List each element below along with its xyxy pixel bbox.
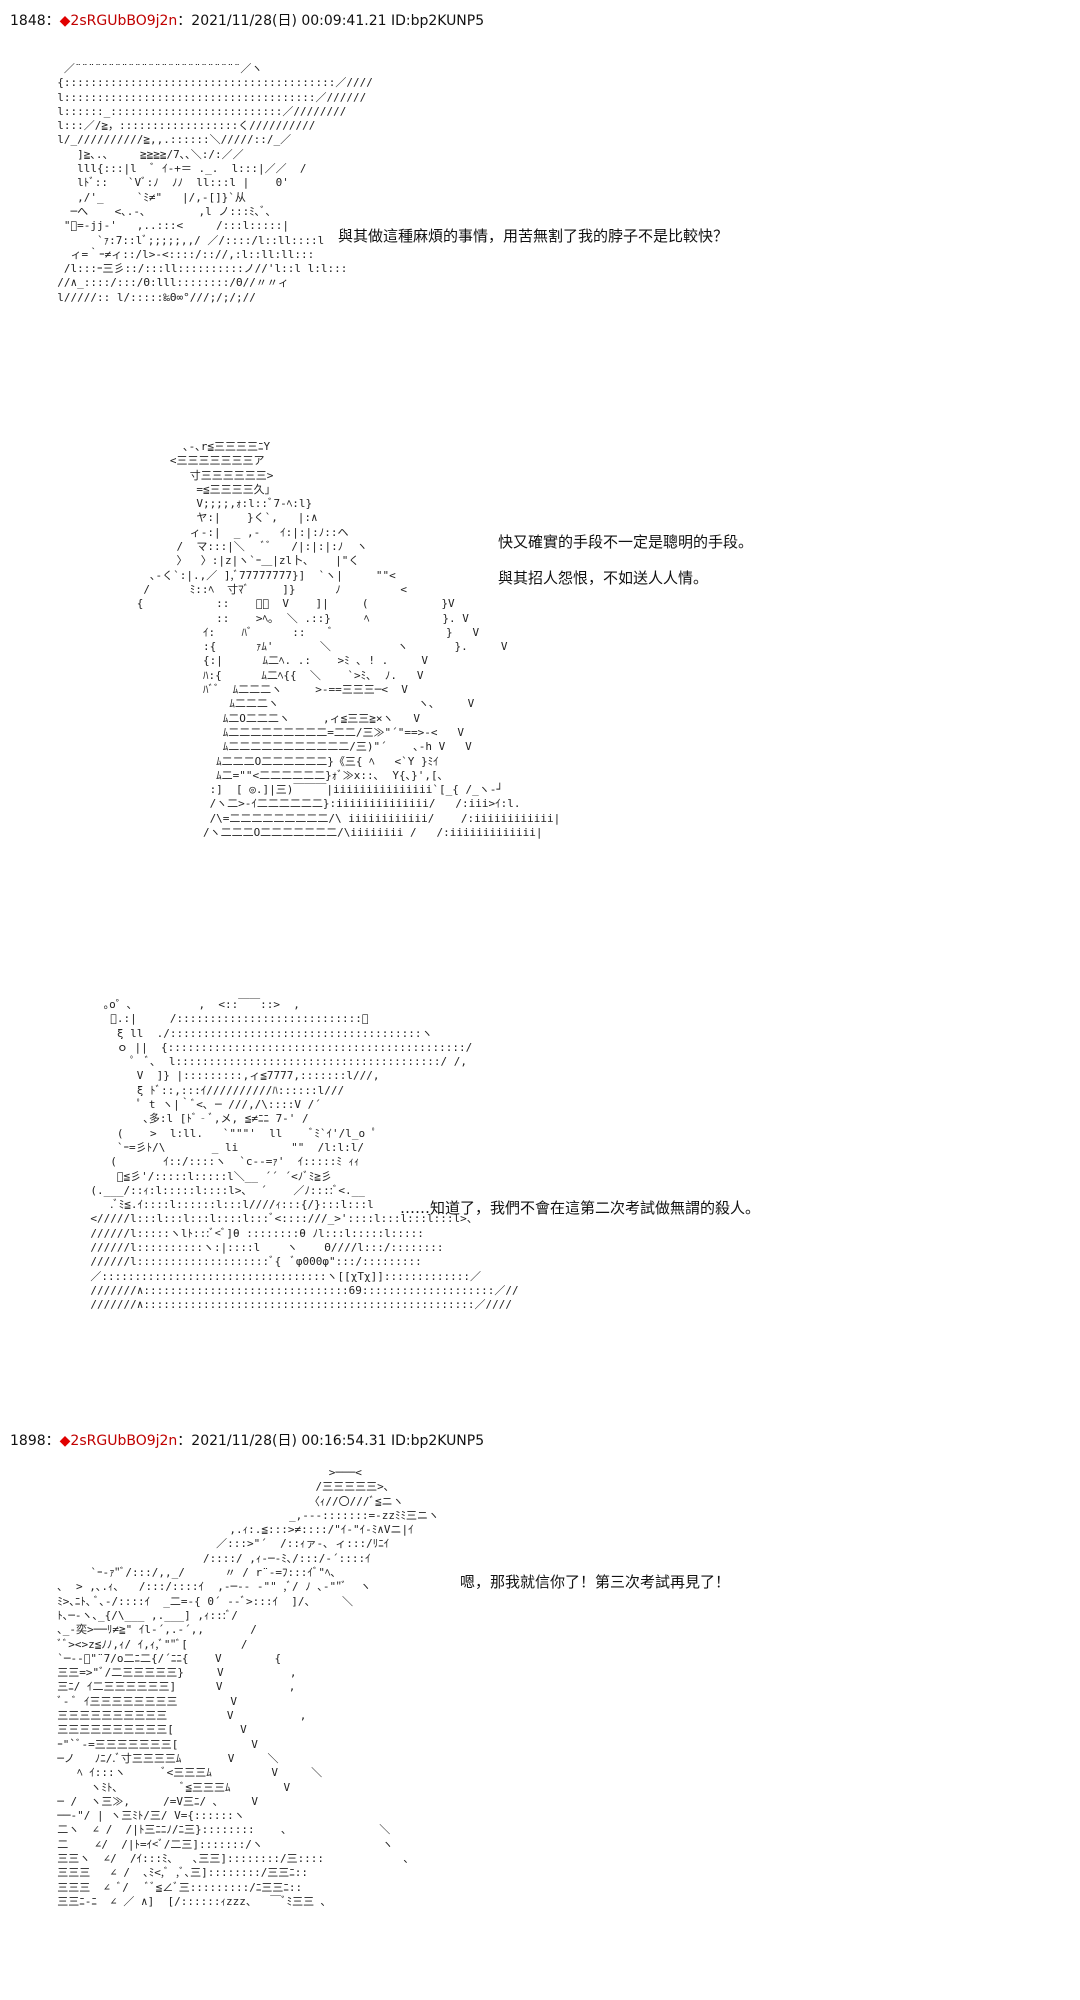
- post-header: 1848：◆2sRGUbBO9j2n：2021/11/28(日) 00:09:4…: [10, 12, 484, 30]
- author-tripcode[interactable]: 2sRGUbBO9j2n: [70, 1433, 178, 1449]
- dialogue-line: 與其招人怨恨，不如送人人情。: [498, 569, 709, 587]
- post-datetime-id: ：2021/11/28(日) 00:16:54.31 ID:bp2KUNP5: [177, 1433, 485, 1449]
- author-tripcode[interactable]: 2sRGUbBO9j2n: [70, 13, 178, 29]
- ascii-art-panel: >───< /三三三三三>､ 〈ｨ//〇///ﾞ≦ニヽ _,-‐‐:::::::…: [57, 1466, 439, 1908]
- ascii-art-panel: ｡o゜､ , <::￣￣::> , ﾞ.:| /::::::::::::::::…: [90, 998, 519, 1312]
- trip-diamond-icon: ◆: [59, 13, 71, 29]
- dialogue-line: ……知道了，我們不會在這第二次考試做無謂的殺人。: [400, 1199, 761, 1217]
- ascii-art-panel: ／¨¨¨¨¨¨¨¨¨¨¨¨¨¨¨¨¨¨¨¨¨¨¨¨¨／ヽ {::::::::::…: [57, 62, 373, 304]
- dialogue-line: 嗯，那我就信你了！第三次考試再見了！: [460, 1573, 731, 1591]
- post-number: 1848: [10, 13, 46, 29]
- dialogue-line: 與其做這種麻煩的事情，用苦無割了我的脖子不是比較快？: [338, 227, 729, 245]
- post-datetime-id: ：2021/11/28(日) 00:09:41.21 ID:bp2KUNP5: [177, 13, 485, 29]
- trip-diamond-icon: ◆: [59, 1433, 71, 1449]
- post-header: 1898：◆2sRGUbBO9j2n：2021/11/28(日) 00:16:5…: [10, 1432, 484, 1450]
- post-separator: ：: [45, 1433, 60, 1449]
- ascii-art-panel: ､-､r≦三三三三ﾆY <三三三三三三三ア 寸三三三三三三> =≦三三三三久」 …: [136, 440, 561, 840]
- post-separator: ：: [45, 13, 60, 29]
- post-number: 1898: [10, 1433, 46, 1449]
- dialogue-line: 快又確實的手段不一定是聰明的手段。: [498, 533, 754, 551]
